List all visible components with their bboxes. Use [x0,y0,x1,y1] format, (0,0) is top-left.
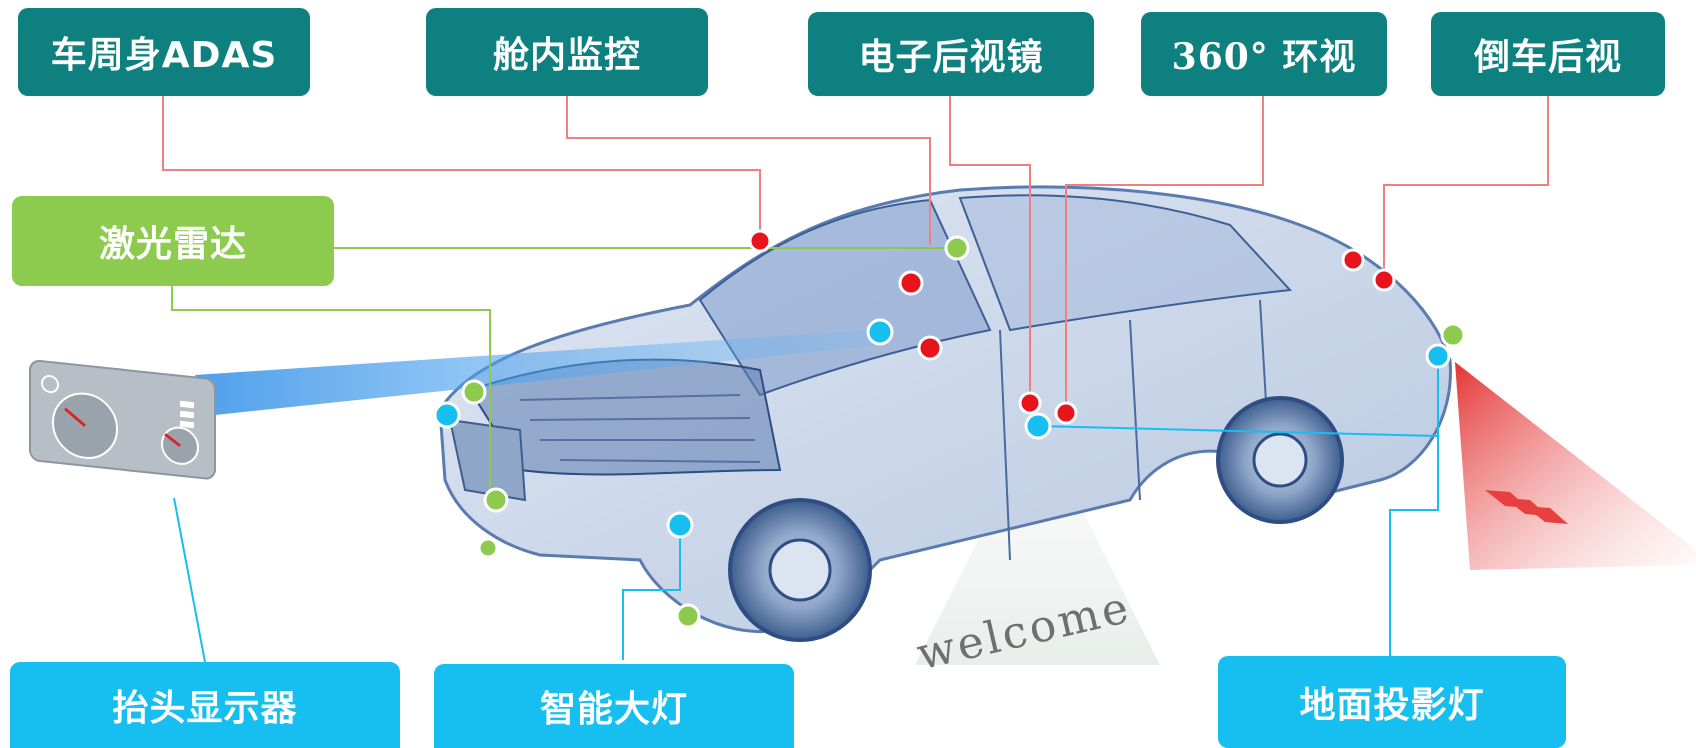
label-ground-projection-text: 地面投影灯 [1299,685,1485,726]
hud-display-icon [29,359,216,480]
rear-projection-beam [1455,362,1696,570]
chevron-icon [1485,490,1568,524]
adas-sensor-dot [748,229,772,253]
label-hud-text: 抬头显示器 [112,688,298,729]
car-illustration [438,185,1452,642]
headlight-sensor-dot [666,511,694,539]
label-cabin-monitor-text: 舱内监控 [492,35,641,76]
label-lidar: 激光雷达 [12,196,334,286]
connector-lines-cyan [173,360,1439,663]
connector-lines-green [171,247,957,500]
ground-projection-beam [915,422,1160,665]
label-e-mirror: 电子后视镜 [808,12,1094,96]
label-reverse-view: 倒车后视 [1431,12,1665,96]
label-adas: 车周身ADAS [18,8,310,96]
mirror-sensor-dot [1018,391,1042,415]
ground-light-sensor-dot [1024,412,1052,440]
lidar-sensor-dot [483,487,509,513]
label-adas-text: 车周身ADAS [50,35,278,76]
hud-beam [195,330,880,415]
label-cabin-monitor: 舱内监控 [426,8,708,96]
connector-lines-red [162,96,1549,413]
label-e-mirror-text: 电子后视镜 [858,37,1044,78]
label-smart-headlight: 智能大灯 [434,664,794,748]
lidar-sensor-dot [477,537,499,559]
label-ground-projection: 地面投影灯 [1218,656,1566,748]
sensor-dots [433,229,1466,629]
label-smart-headlight-text: 智能大灯 [539,689,688,730]
label-surround-view-text: 360° 环视 [1171,36,1357,78]
label-reverse-view-text: 倒车后视 [1473,37,1622,78]
headlight-sensor-dot [433,401,461,429]
label-surround-view: 360° 环视 [1141,12,1387,96]
lidar-sensor-dot [1440,322,1466,348]
label-hud: 抬头显示器 [10,662,400,748]
lidar-sensor-dot [675,603,701,629]
label-lidar-text: 激光雷达 [98,224,247,265]
cabin-sensor-dot [917,335,943,361]
surround-sensor-dot [1054,401,1078,425]
reverse-sensor-dot [1341,248,1365,272]
lidar-sensor-dot [461,379,487,405]
lidar-sensor-dot [944,235,970,261]
hud-sensor-dot [866,318,894,346]
reverse-sensor-dot [1372,268,1396,292]
ground-light-sensor-dot [1425,343,1451,369]
cabin-sensor-dot [898,270,924,296]
